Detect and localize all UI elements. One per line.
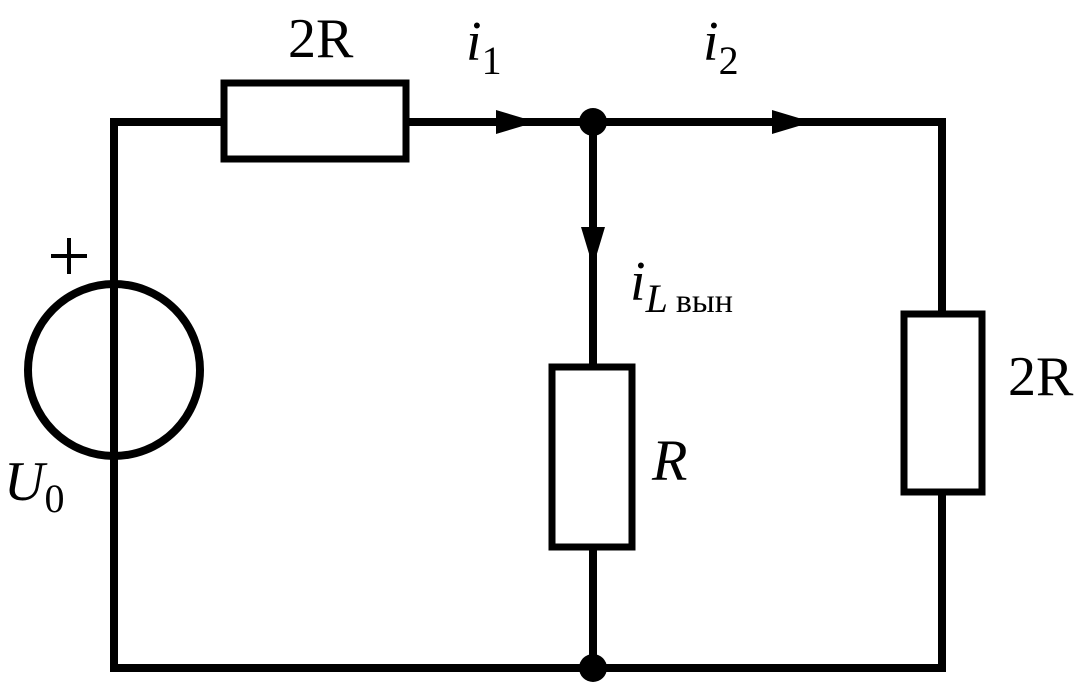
arrow-i2: [772, 110, 812, 134]
label-current-i1: i1: [466, 11, 502, 83]
arrow-i1: [496, 110, 536, 134]
resistor-right: [900, 310, 986, 496]
label-source: U0: [4, 451, 64, 521]
resistor-top: [220, 79, 410, 163]
label-current-i2: i2: [703, 11, 739, 83]
node-bottom: [579, 654, 607, 682]
arrow-iL: [581, 227, 605, 267]
voltage-source-circle: [24, 280, 204, 460]
node-top: [579, 108, 607, 136]
wires: [110, 118, 946, 672]
label-resistor-top: 2R: [288, 8, 354, 70]
label-resistor-right: 2R: [1008, 346, 1074, 408]
label-resistor-middle: R: [651, 428, 687, 493]
resistor-middle: [548, 363, 636, 551]
